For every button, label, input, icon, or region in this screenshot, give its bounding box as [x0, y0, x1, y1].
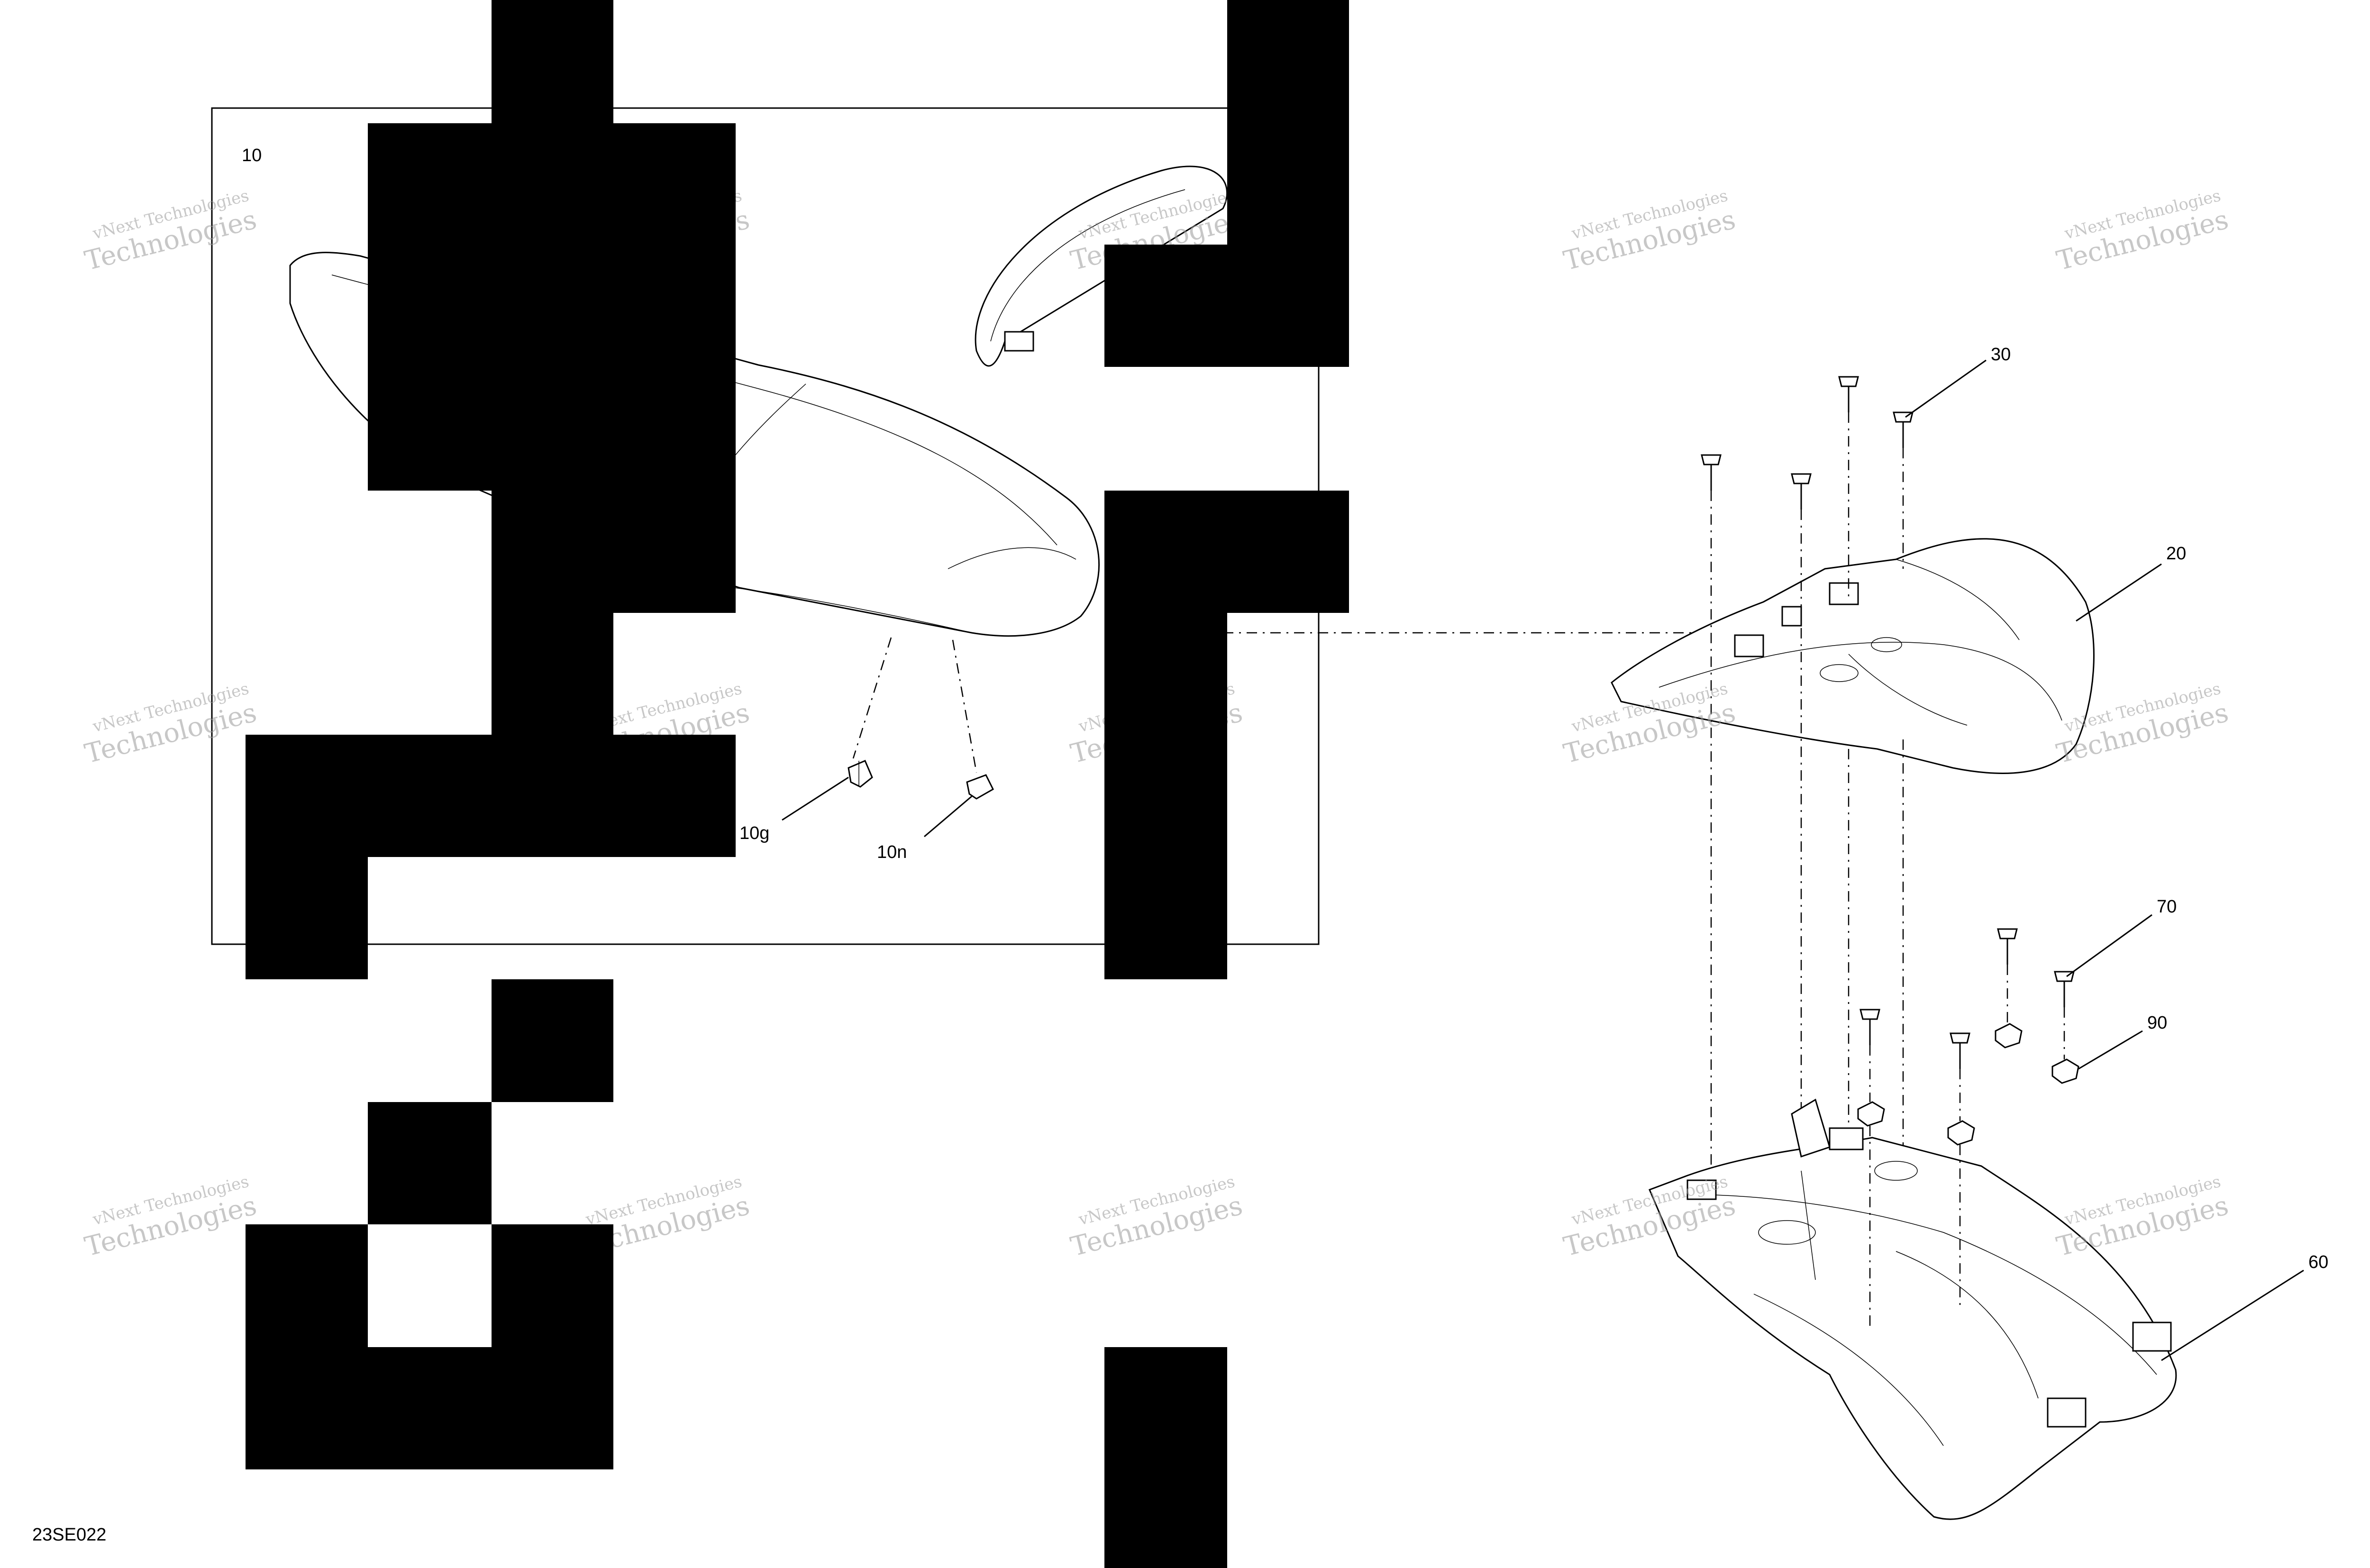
bolt	[2054, 971, 2075, 1007]
bolt-group-70	[1860, 928, 2075, 1069]
seat-grab-strap	[975, 165, 1228, 367]
callout-10: 10	[242, 146, 262, 165]
nut	[1947, 1120, 1975, 1146]
nut-group-90	[1857, 1023, 2079, 1146]
leader-90	[2078, 1030, 2143, 1070]
clip-10n	[966, 774, 994, 800]
bolt	[1950, 1032, 1970, 1069]
callout-60: 60	[2308, 1252, 2328, 1272]
callout-30: 30	[1991, 345, 2011, 365]
callout-70: 70	[2157, 897, 2177, 917]
leader-20	[2076, 563, 2162, 622]
redaction-blocks	[246, 0, 1349, 1568]
bolt	[1893, 411, 1914, 448]
leader-10g	[782, 776, 849, 821]
rear-bracket-20	[1611, 538, 2095, 774]
leader-10n	[924, 795, 972, 838]
redaction-block	[246, 857, 368, 979]
redaction-block	[1104, 613, 1227, 979]
redaction-block	[1104, 1347, 1227, 1568]
redaction-block	[368, 1347, 492, 1469]
callout-10g: 10g	[739, 823, 769, 843]
bolt-group-30	[1701, 376, 1914, 510]
rear-support-60	[1649, 1098, 2177, 1520]
nut	[2051, 1058, 2079, 1084]
redaction-block	[1227, 0, 1349, 367]
leader-30	[1905, 359, 1987, 418]
redaction-block	[368, 123, 736, 491]
bolt	[1701, 454, 1722, 491]
redaction-block	[246, 1224, 368, 1469]
redaction-block	[492, 0, 613, 123]
leader-60	[2161, 1269, 2304, 1361]
redaction-block	[1104, 491, 1349, 613]
redaction-block	[1104, 245, 1227, 367]
redaction-block	[492, 979, 613, 1102]
redaction-block	[368, 1102, 492, 1224]
drawing-code: 23SE022	[32, 1525, 106, 1545]
callout-90: 90	[2147, 1013, 2167, 1033]
clip-10g	[848, 760, 873, 788]
clip-10g-dash	[852, 637, 892, 759]
nut	[1995, 1023, 2023, 1048]
callout-20: 20	[2166, 544, 2186, 564]
nut	[1857, 1101, 1885, 1127]
bolt	[1791, 473, 1812, 510]
bolt	[1997, 928, 2018, 965]
leader-70	[2066, 914, 2152, 977]
clip-10n-dash	[952, 639, 977, 773]
bolt	[1860, 1009, 1880, 1045]
redaction-block	[492, 491, 613, 735]
redaction-block	[492, 1224, 613, 1469]
callout-10n: 10n	[877, 842, 907, 862]
redaction-block	[246, 735, 736, 857]
bolt	[1838, 376, 1859, 412]
redaction-block	[613, 491, 736, 613]
